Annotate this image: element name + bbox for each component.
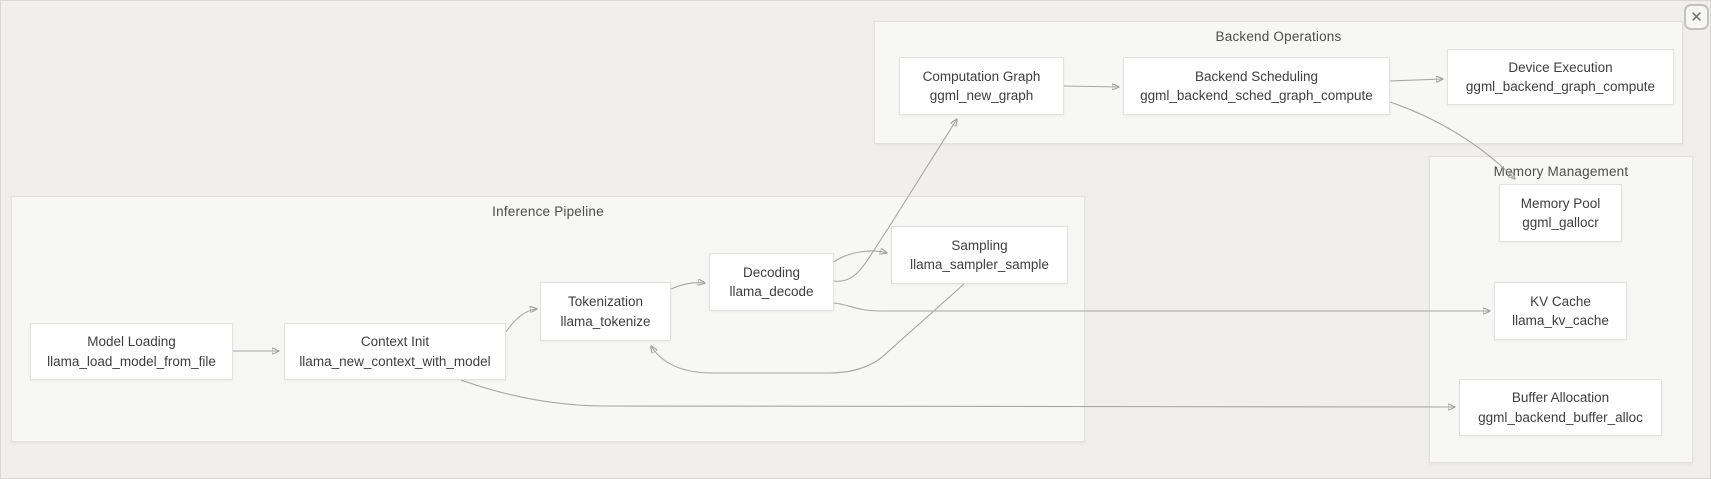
- node-decoding: Decoding llama_decode: [709, 253, 834, 311]
- node-sampling-code: llama_sampler_sample: [910, 257, 1049, 272]
- node-device-execution: Device Execution ggml_backend_graph_compu…: [1447, 49, 1674, 105]
- node-device-execution-code: ggml_backend_graph_compute: [1465, 79, 1656, 94]
- node-model-loading: Model Loading llama_load_model_from_file: [30, 323, 233, 380]
- node-buffer-allocation-title: Buffer Allocation: [1511, 390, 1610, 405]
- node-backend-scheduling-title: Backend Scheduling: [1194, 68, 1319, 84]
- node-decoding-title: Decoding: [742, 264, 801, 280]
- node-tokenization-code: llama_tokenize: [560, 313, 651, 329]
- node-kv-cache-code: llama_kv_cache: [1512, 313, 1609, 328]
- node-context-init-title: Context Init: [360, 334, 430, 349]
- node-sampling-title: Sampling: [951, 237, 1008, 253]
- group-backend-operations-title: Backend Operations: [1215, 29, 1342, 44]
- node-model-loading-title: Model Loading: [87, 334, 176, 349]
- node-backend-scheduling: Backend Scheduling ggml_backend_sched_gra…: [1123, 57, 1390, 115]
- node-backend-scheduling-code: ggml_backend_sched_graph_compute: [1140, 88, 1373, 103]
- node-buffer-allocation: Buffer Allocation ggml_backend_buffer_all…: [1459, 379, 1662, 436]
- node-kv-cache-title: KV Cache: [1530, 293, 1591, 309]
- node-memory-pool-code: ggml_gallocr: [1522, 215, 1599, 230]
- node-tokenization: Tokenization llama_tokenize: [540, 282, 671, 341]
- node-model-loading-code: llama_load_model_from_file: [47, 353, 216, 369]
- node-buffer-allocation-code: ggml_backend_buffer_alloc: [1478, 409, 1643, 425]
- node-context-init: Context Init llama_new_context_with_model: [284, 323, 506, 380]
- node-decoding-code: llama_decode: [729, 284, 814, 299]
- node-computation-graph: Computation Graph ggml_new_graph: [899, 57, 1064, 115]
- node-computation-graph-code: ggml_new_graph: [929, 88, 1034, 103]
- close-icon: ✕: [1690, 7, 1703, 26]
- node-sampling: Sampling llama_sampler_sample: [891, 226, 1068, 284]
- node-context-init-code: llama_new_context_with_model: [299, 353, 491, 369]
- close-button[interactable]: ✕: [1684, 4, 1709, 30]
- group-inference-pipeline-title: Inference Pipeline: [492, 204, 604, 219]
- node-memory-pool: Memory Pool ggml_gallocr: [1499, 184, 1622, 242]
- node-computation-graph-title: Computation Graph: [922, 68, 1041, 84]
- node-device-execution-title: Device Execution: [1508, 59, 1613, 75]
- node-tokenization-title: Tokenization: [567, 294, 644, 309]
- group-memory-management-title: Memory Management: [1493, 164, 1629, 179]
- node-kv-cache: KV Cache llama_kv_cache: [1494, 282, 1627, 340]
- node-memory-pool-title: Memory Pool: [1520, 195, 1601, 211]
